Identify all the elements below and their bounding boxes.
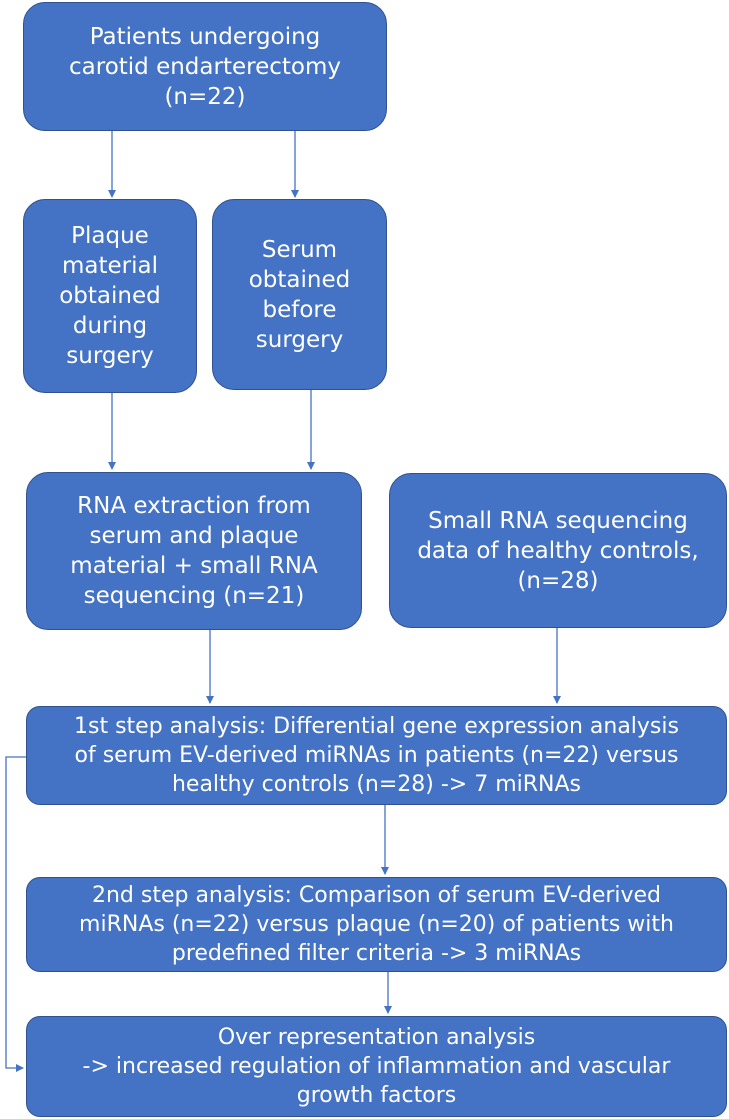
node-step1-analysis: 1st step analysis: Differential gene exp… [26, 706, 727, 805]
node-step2-analysis: 2nd step analysis: Comparison of serum E… [26, 877, 727, 972]
node-plaque: Plaque material obtained during surgery [23, 199, 197, 393]
node-patients-label: Patients undergoing carotid endarterecto… [69, 23, 341, 110]
node-over-representation-analysis: Over representation analysis -> increase… [26, 1016, 727, 1117]
node-over-representation-analysis-label: Over representation analysis -> increase… [82, 1025, 671, 1108]
arrow-step1-to-ora [5, 756, 29, 1072]
node-patients: Patients undergoing carotid endarterecto… [23, 2, 387, 131]
node-serum-label: Serum obtained before surgery [248, 236, 351, 353]
node-step2-analysis-label: 2nd step analysis: Comparison of serum E… [79, 883, 674, 966]
node-serum: Serum obtained before surgery [212, 199, 387, 390]
node-rna-extraction-label: RNA extraction from serum and plaque mat… [70, 493, 318, 609]
node-rna-extraction: RNA extraction from serum and plaque mat… [26, 472, 362, 630]
node-healthy-controls: Small RNA sequencing data of healthy con… [389, 473, 727, 628]
node-healthy-controls-label: Small RNA sequencing data of healthy con… [417, 507, 699, 594]
node-plaque-label: Plaque material obtained during surgery [59, 223, 161, 369]
node-step1-analysis-label: 1st step analysis: Differential gene exp… [74, 714, 679, 797]
